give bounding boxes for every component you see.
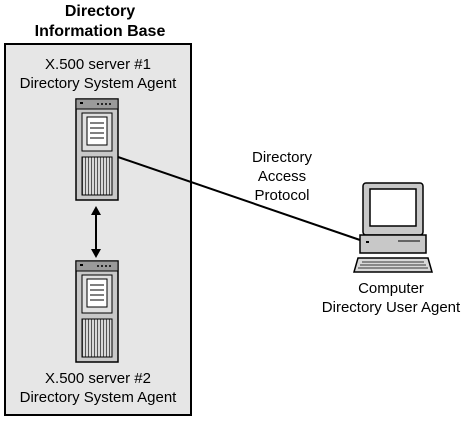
server1-label: X.500 server #1 Directory System Agent [4, 55, 192, 93]
server2-label-line1: X.500 server #2 [45, 370, 151, 387]
server1-label-line2: Directory System Agent [19, 75, 177, 92]
computer-label: Computer Directory User Agent [312, 279, 470, 317]
computer-label-line2: Directory User Agent [321, 299, 461, 316]
computer-label-line1: Computer [358, 280, 424, 297]
dib-title: Directory Information Base [0, 2, 200, 42]
replication-double-arrow [91, 206, 101, 258]
access-protocol-connection-line [117, 156, 361, 241]
protocol-label-line2: Access [257, 168, 307, 185]
server-tower-icon [75, 98, 119, 201]
server-tower-icon [75, 260, 119, 363]
protocol-label: Directory Access Protocol [232, 148, 332, 205]
server2-label-line2: Directory System Agent [19, 389, 177, 406]
protocol-label-line3: Protocol [254, 187, 310, 204]
protocol-label-line1: Directory [251, 149, 312, 166]
dib-title-line1: Directory [64, 3, 136, 20]
dib-title-line2: Information Base [34, 23, 166, 40]
desktop-computer-icon [353, 182, 433, 273]
server2-label: X.500 server #2 Directory System Agent [4, 369, 192, 407]
server1-label-line1: X.500 server #1 [45, 56, 151, 73]
